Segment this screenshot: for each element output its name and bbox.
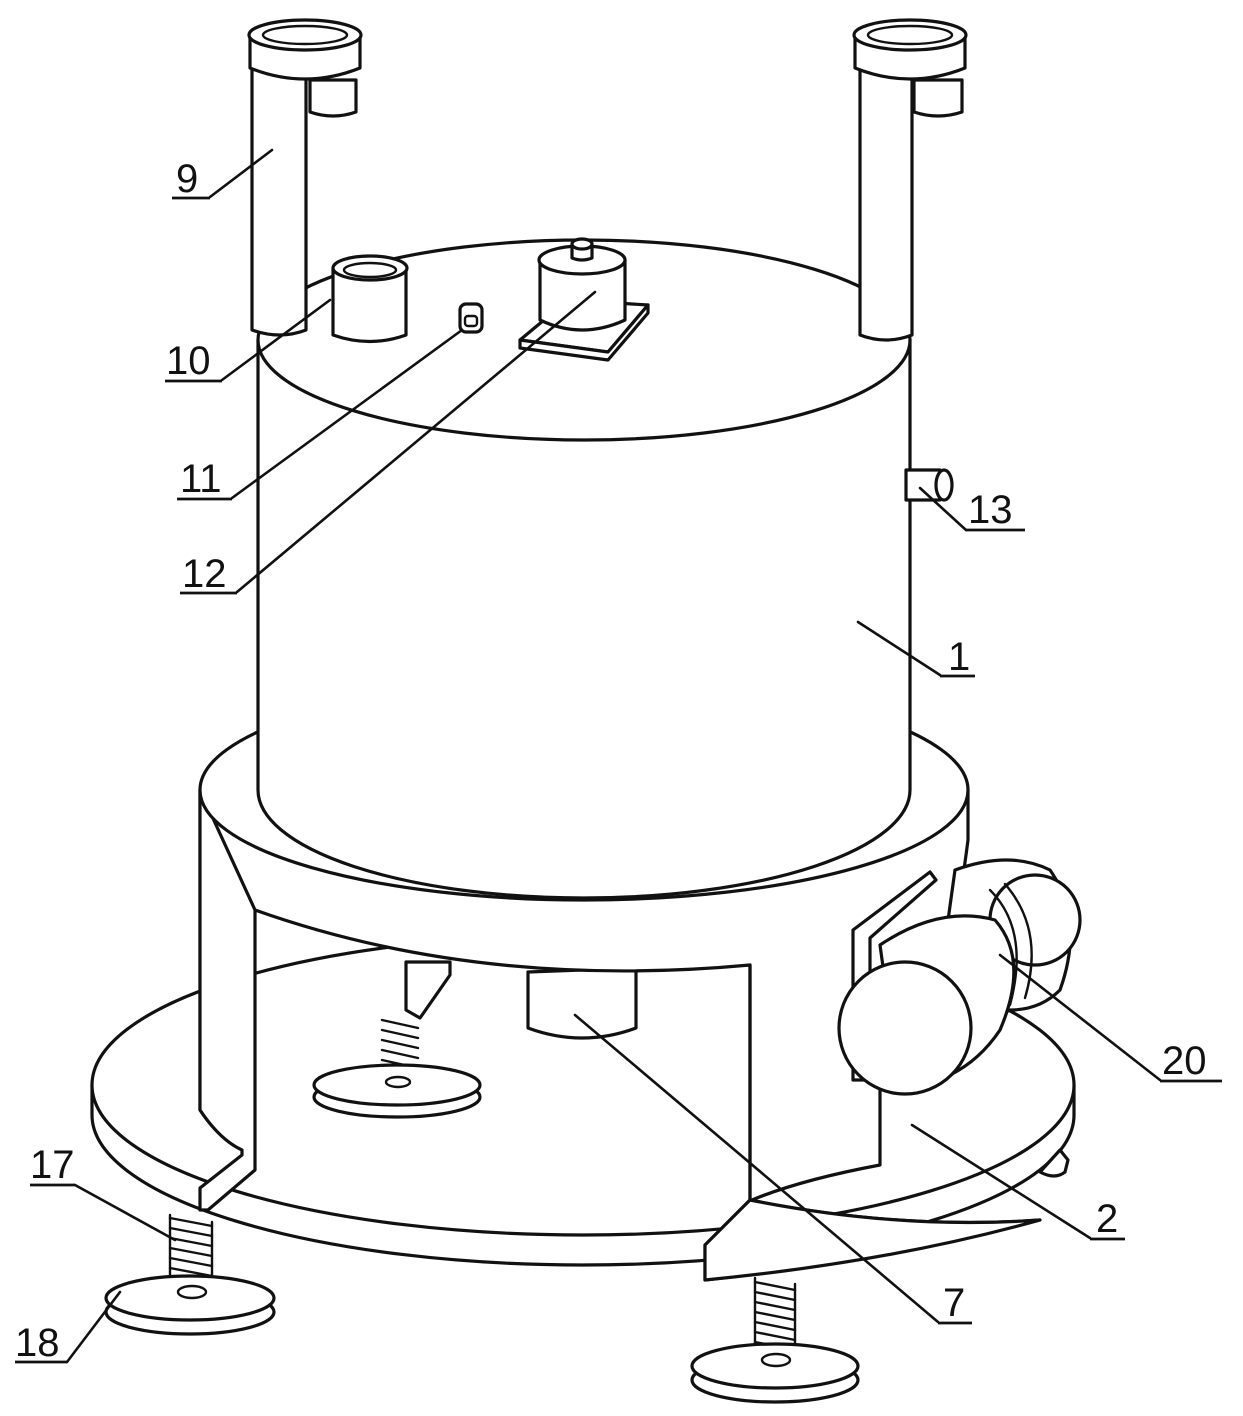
motor-mount [518, 237, 650, 362]
leader-lines [15, 148, 1222, 1364]
small-knob [458, 302, 484, 334]
right-under-foot [1038, 1148, 1070, 1178]
callout-11: 11 [180, 457, 222, 501]
callout-1: 1 [948, 635, 970, 679]
front-left-foot [104, 1213, 276, 1336]
back-foot [312, 960, 482, 1119]
callout-17: 17 [30, 1143, 75, 1187]
callout-20: 20 [1162, 1039, 1207, 1083]
bottom-cylinder [526, 966, 638, 1040]
side-pump [837, 858, 1082, 1096]
callout-2: 2 [1096, 1197, 1118, 1241]
callout-9: 9 [176, 157, 198, 201]
front-right-foot [690, 1276, 860, 1404]
callout-12: 12 [182, 552, 227, 596]
callout-13: 13 [968, 488, 1013, 532]
callout-10: 10 [166, 339, 211, 383]
side-fitting [904, 468, 954, 502]
inlet-cup [331, 254, 409, 344]
callout-18: 18 [15, 1321, 60, 1365]
callout-7: 7 [943, 1281, 965, 1325]
right-handle [852, 18, 968, 342]
